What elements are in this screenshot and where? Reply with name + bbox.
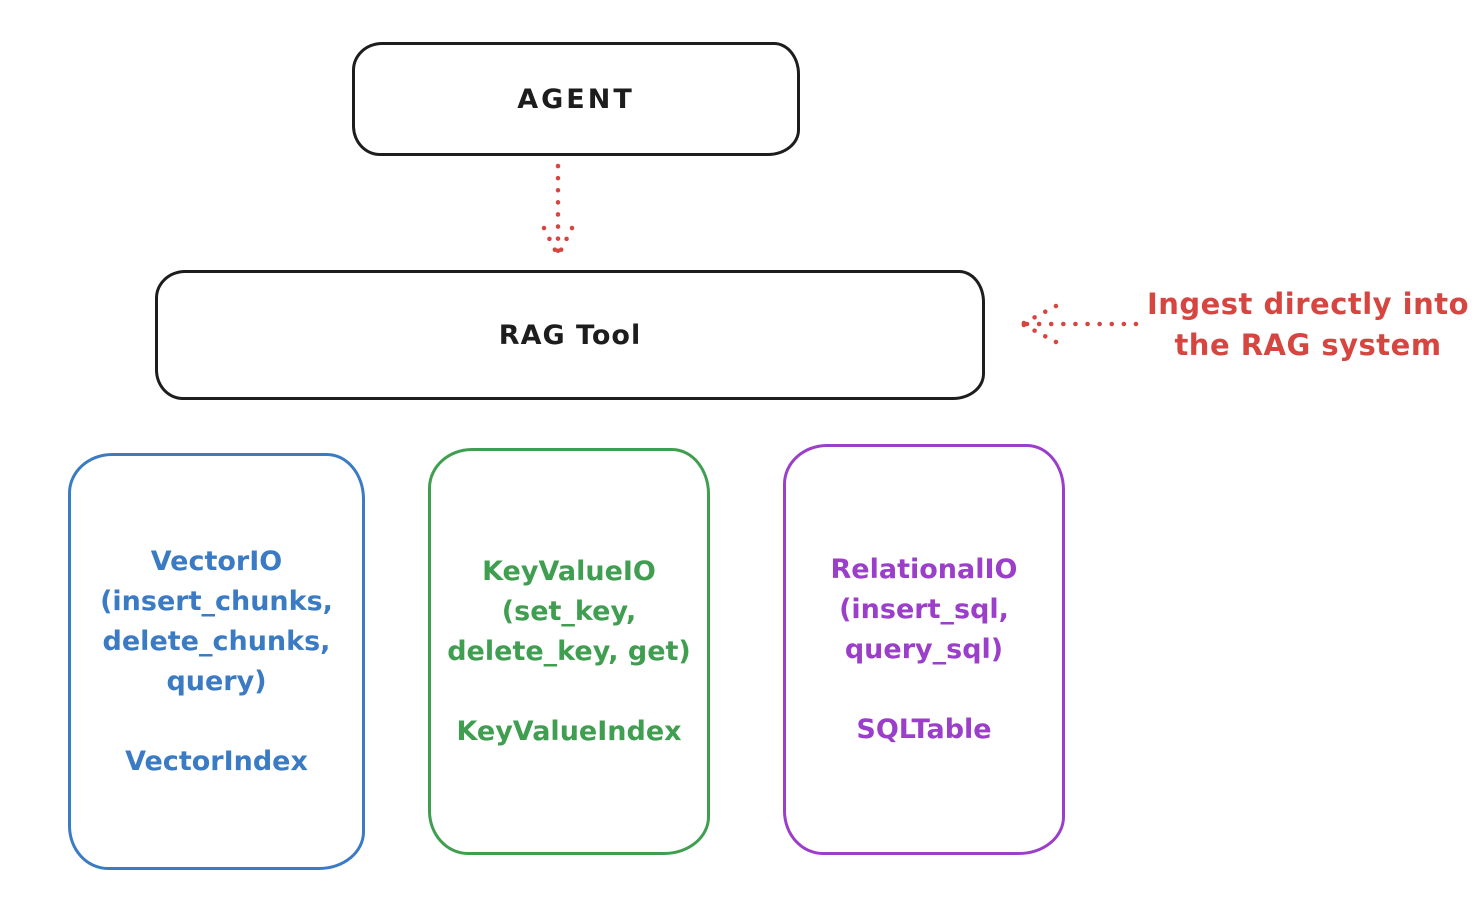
- sql-table-label: SQLTable: [856, 713, 992, 745]
- relational-io-line: query_sql): [844, 633, 1004, 665]
- vector-io-line: query): [166, 665, 267, 697]
- ingest-annotation-line1: Ingest directly into: [1146, 287, 1470, 321]
- rag-tool-box: RAG Tool: [155, 270, 985, 400]
- keyvalue-io-box: KeyValueIO (set_key, delete_key, get) Ke…: [428, 448, 710, 855]
- keyvalue-io-line: delete_key, get): [447, 635, 691, 667]
- vector-io-box: VectorIO (insert_chunks, delete_chunks, …: [68, 453, 365, 870]
- vector-io-line: delete_chunks,: [102, 625, 331, 657]
- ingest-annotation: Ingest directly into the RAG system: [1140, 284, 1476, 366]
- agent-label: AGENT: [517, 83, 635, 115]
- spacer: [431, 672, 707, 712]
- vector-io-line: (insert_chunks,: [100, 585, 333, 617]
- agent-to-rag-arrow-icon: [541, 163, 575, 259]
- keyvalue-io-line: (set_key,: [501, 595, 637, 627]
- spacer: [71, 702, 362, 742]
- relational-io-line: (insert_sql,: [839, 593, 1009, 625]
- rag-tool-label: RAG Tool: [498, 319, 642, 351]
- relational-io-line: RelationalIO: [830, 553, 1018, 585]
- vector-index-label: VectorIndex: [125, 745, 308, 777]
- vector-io-line: VectorIO: [150, 545, 283, 577]
- keyvalue-io-line: KeyValueIO: [482, 555, 656, 587]
- ingest-arrow-icon: [1019, 303, 1139, 345]
- ingest-annotation-line2: the RAG system: [1174, 328, 1442, 362]
- spacer: [786, 670, 1062, 710]
- agent-box: AGENT: [352, 42, 800, 156]
- keyvalue-index-label: KeyValueIndex: [456, 715, 682, 747]
- relational-io-box: RelationalIO (insert_sql, query_sql) SQL…: [783, 444, 1065, 855]
